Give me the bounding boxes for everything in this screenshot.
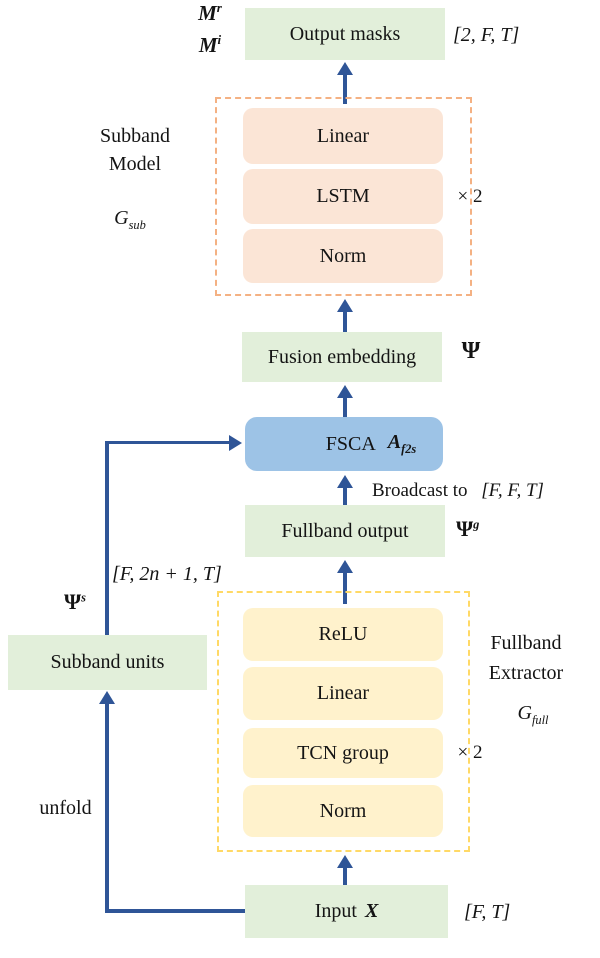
subband-model-symbol: Gsub bbox=[114, 207, 146, 232]
fsca-label: FSCA bbox=[325, 432, 376, 455]
mask-real-symbol: Mr bbox=[198, 0, 222, 25]
fsca-symbol: Af2s bbox=[387, 431, 417, 456]
fullband-extractor-symbol: Gfull bbox=[517, 702, 549, 727]
fsca-box: FSCA Af2s bbox=[245, 417, 443, 471]
subband-units-label: Subband units bbox=[50, 651, 165, 673]
fullband-extractor-title: Fullband Extractor bbox=[488, 632, 564, 684]
fullband-extractor-group bbox=[217, 591, 470, 852]
fusion-embedding-box: Fusion embedding bbox=[242, 332, 442, 382]
mask-imag-symbol: Mi bbox=[198, 32, 222, 57]
subband-units-dims: [F, 2n + 1, T] bbox=[112, 563, 222, 585]
subband-model-group bbox=[215, 97, 472, 296]
subband-units-symbol: Ψs bbox=[64, 589, 86, 614]
output-masks-box: Output masks bbox=[245, 8, 445, 60]
input-box: Input X bbox=[245, 885, 448, 938]
subband-units-box: Subband units bbox=[8, 635, 207, 690]
fullband-block-tcn: TCN group bbox=[243, 728, 443, 778]
fullband-block-relu: ReLU bbox=[243, 608, 443, 661]
fullband-block-linear: Linear bbox=[243, 667, 443, 720]
subband-block-norm: Norm bbox=[243, 229, 443, 283]
subband-block-linear: Linear bbox=[243, 108, 443, 164]
fullband-output-box: Fullband output bbox=[245, 505, 445, 557]
input-dims-label: [F, T] bbox=[464, 901, 511, 923]
fusion-symbol: Ψ bbox=[461, 338, 481, 364]
fusion-embedding-label: Fusion embedding bbox=[267, 345, 417, 368]
subband-block-lstm: LSTM bbox=[243, 169, 443, 224]
subband-model-title: Subband Model bbox=[100, 125, 170, 175]
input-symbol: X bbox=[364, 900, 379, 922]
output-masks-label: Output masks bbox=[289, 22, 401, 45]
broadcast-label: Broadcast to [F, F, T] bbox=[372, 480, 544, 501]
fullband-output-label: Fullband output bbox=[281, 519, 409, 542]
fullband-block-norm: Norm bbox=[243, 785, 443, 837]
fullband-repeat-label: × 2 bbox=[457, 742, 483, 763]
subband-repeat-label: × 2 bbox=[457, 186, 483, 207]
fullband-output-symbol: Ψg bbox=[456, 516, 480, 541]
input-label: Input bbox=[314, 900, 357, 922]
output-dims-label: [2, F, T] bbox=[453, 24, 520, 46]
unfold-label: unfold bbox=[39, 797, 92, 819]
